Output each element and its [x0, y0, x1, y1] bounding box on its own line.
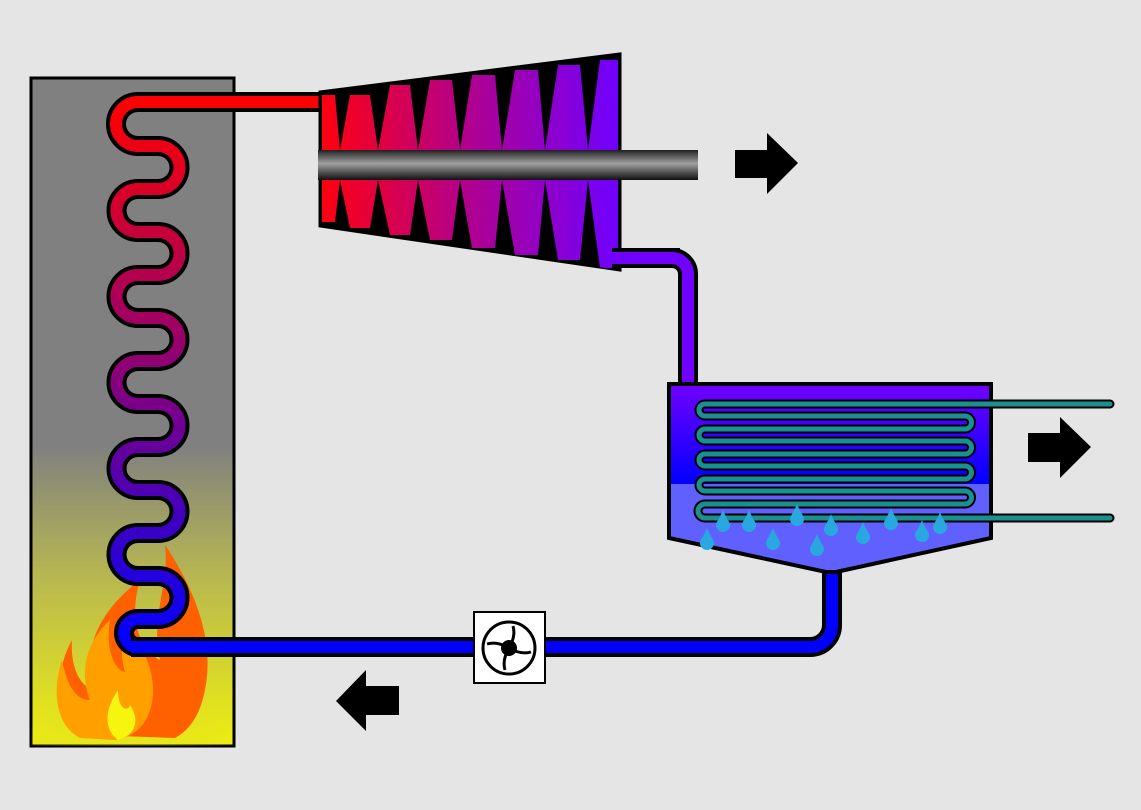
- turbine-blades-upper: [322, 60, 618, 150]
- water-droplet-icon: [915, 520, 929, 542]
- water-droplet-icon: [884, 508, 898, 530]
- flow-direction-arrow-icon: [336, 670, 399, 731]
- turbine-shaft: [318, 150, 698, 180]
- water-droplet-icon: [742, 510, 756, 532]
- water-droplet-icon: [790, 504, 804, 526]
- water-droplet-icon: [716, 510, 730, 532]
- water-droplet-icon: [810, 534, 824, 556]
- water-droplet-icon: [766, 528, 780, 550]
- pump-icon: [481, 620, 537, 676]
- work-output-arrow-icon: [735, 133, 798, 194]
- water-droplet-icon: [700, 528, 714, 550]
- pump: [473, 611, 546, 684]
- turbine-blades-lower: [322, 180, 618, 268]
- water-droplet-icon: [824, 514, 838, 536]
- turbine: [318, 52, 698, 272]
- boiler-coil-fill: [110, 96, 325, 653]
- pump-housing: [473, 611, 546, 684]
- condensate-droplets: [700, 504, 947, 556]
- boiler: [29, 76, 325, 748]
- water-droplet-icon: [856, 522, 870, 544]
- feedwater-pipe: [131, 570, 842, 657]
- exhaust-pipe: [612, 248, 698, 390]
- heat-rejection-arrow-icon: [1028, 417, 1091, 478]
- condenser: [667, 382, 1115, 574]
- water-droplet-icon: [933, 512, 947, 534]
